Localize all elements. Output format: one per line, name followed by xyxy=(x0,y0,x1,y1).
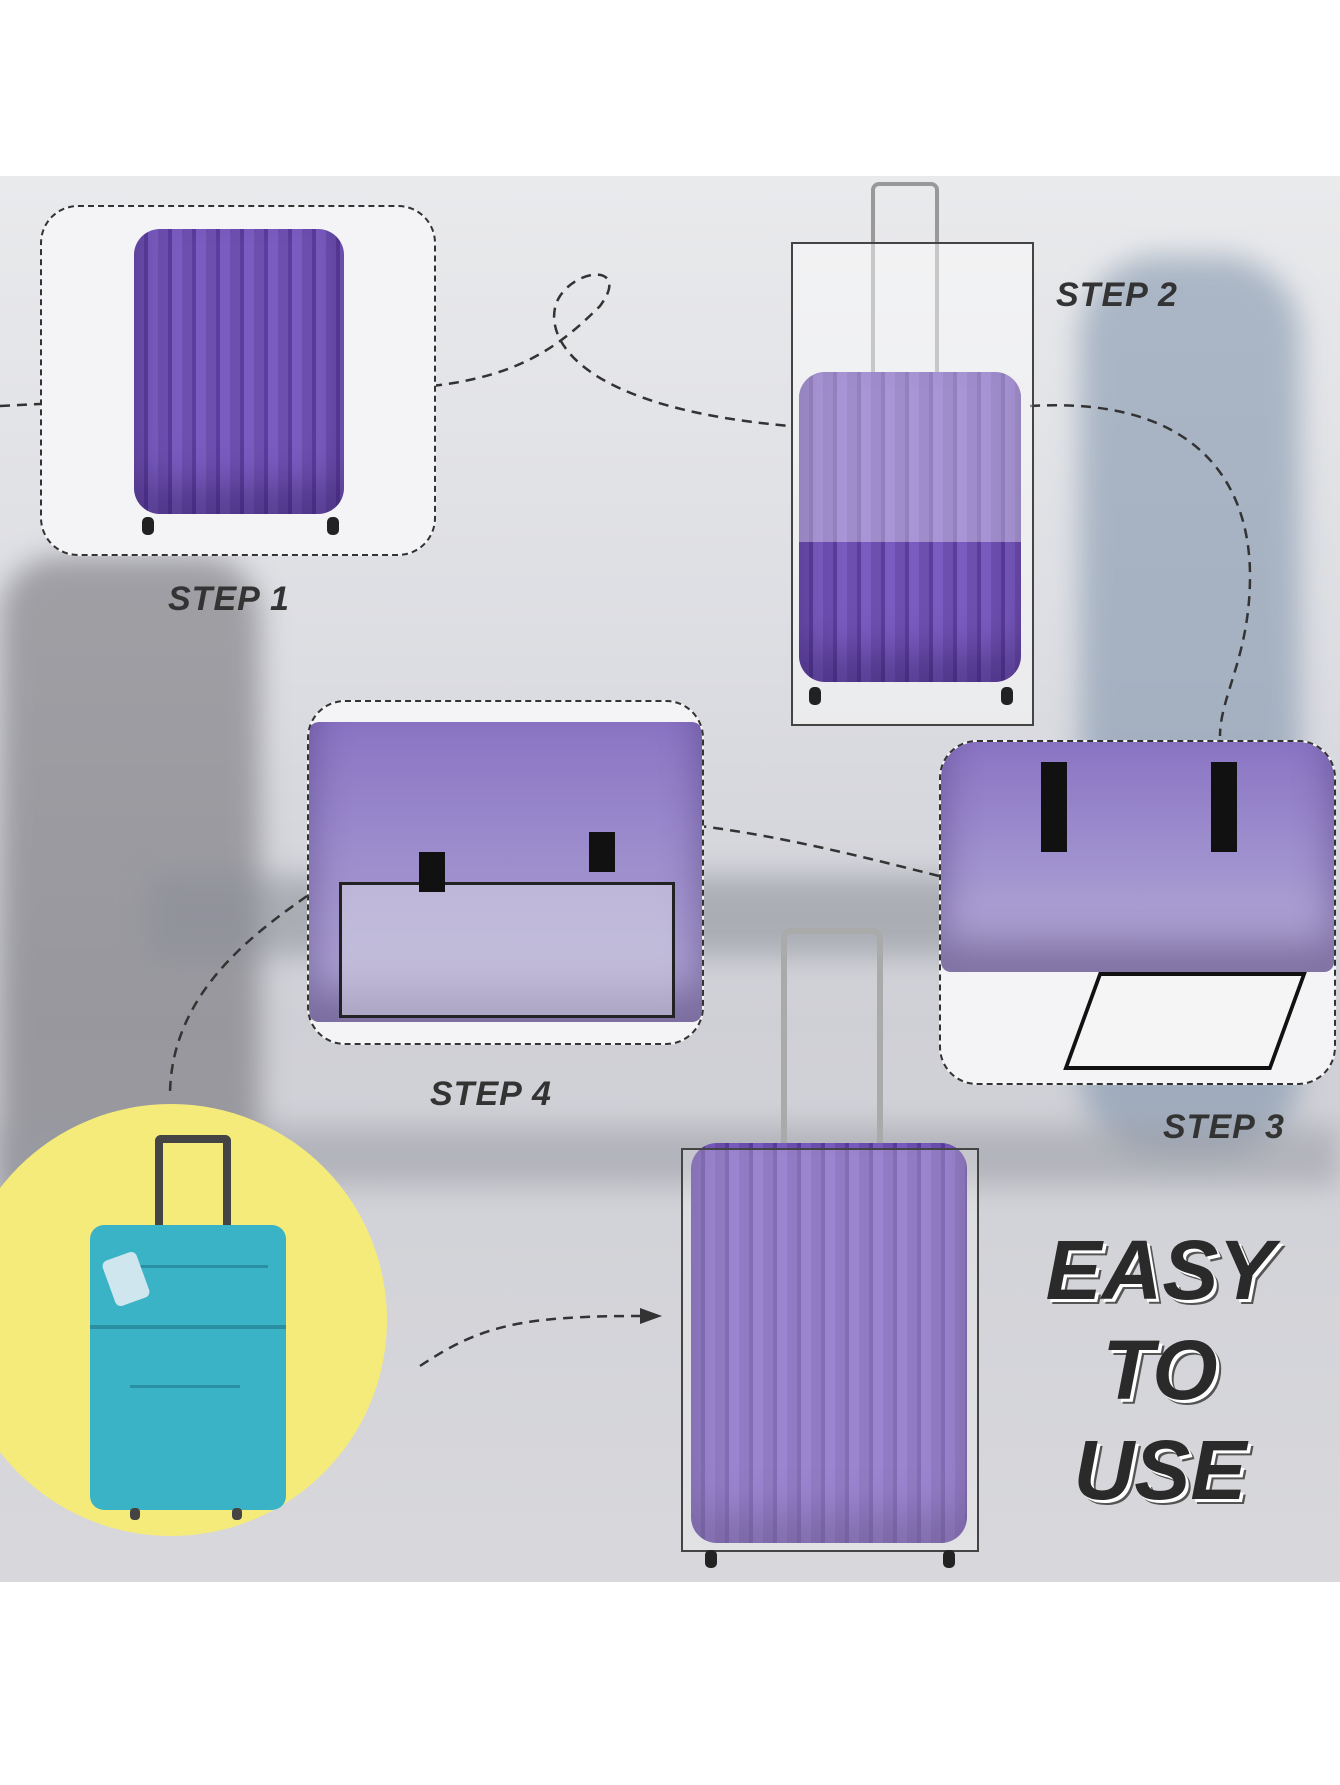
step3-panel xyxy=(939,740,1336,1085)
purple-suitcase xyxy=(691,1143,967,1543)
cover-flap xyxy=(1063,972,1307,1070)
luggage-tag-icon xyxy=(100,1250,152,1308)
step2-image xyxy=(791,182,1034,726)
teal-suitcase-handle xyxy=(155,1135,231,1233)
step2-label: STEP 2 xyxy=(1056,276,1178,314)
covered-suitcase xyxy=(681,928,979,1582)
purple-suitcase xyxy=(134,229,344,514)
step4-panel xyxy=(307,700,704,1045)
teal-suitcase-icon xyxy=(90,1225,286,1510)
step1-panel xyxy=(40,205,436,556)
purple-suitcase xyxy=(799,372,1021,682)
step1-label: STEP 1 xyxy=(168,580,290,618)
easy-to-use-text: EASY TO USE xyxy=(1030,1220,1290,1520)
tagline-use: USE xyxy=(1073,1423,1247,1517)
step4-label: STEP 4 xyxy=(430,1075,552,1113)
step3-label: STEP 3 xyxy=(1163,1108,1285,1146)
trolley-handle xyxy=(871,182,939,386)
clear-cover xyxy=(681,1148,979,1552)
tagline-to: TO xyxy=(1102,1323,1218,1417)
suitcase-closeup xyxy=(941,742,1334,972)
dashed-path xyxy=(0,273,1252,1368)
tagline-easy: EASY xyxy=(1045,1223,1275,1317)
trolley-handle xyxy=(781,928,883,1154)
